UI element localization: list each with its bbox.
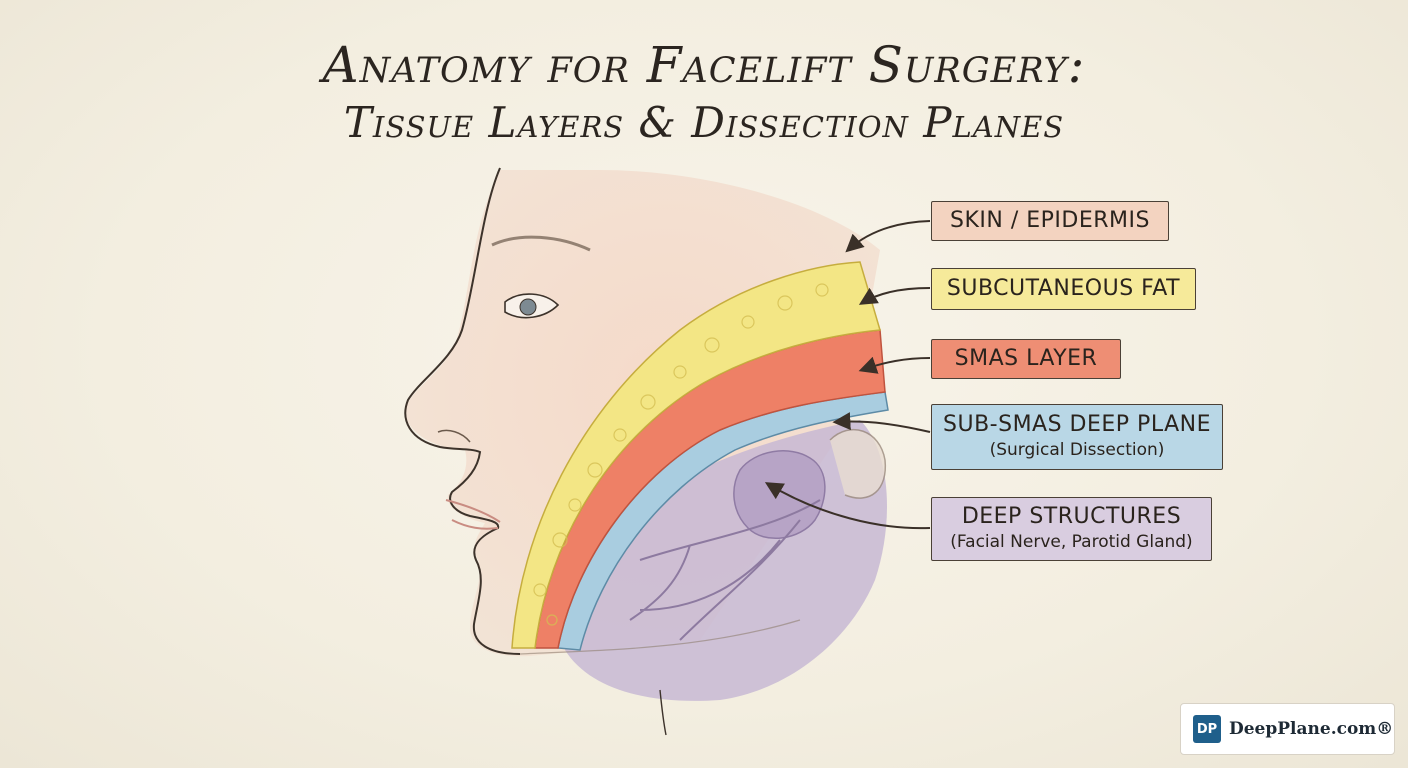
label-deep-text: DEEP STRUCTURES bbox=[961, 504, 1182, 530]
label-sub-smas-deep-plane: SUB-SMAS DEEP PLANE (Surgical Dissection… bbox=[931, 404, 1223, 470]
label-subcutaneous-fat: SUBCUTANEOUS FAT bbox=[931, 268, 1196, 310]
label-deep-subtext: (Facial Nerve, Parotid Gland) bbox=[950, 532, 1193, 553]
iris bbox=[519, 298, 537, 316]
subcutaneous-fat-layer bbox=[511, 261, 881, 649]
lips bbox=[445, 499, 501, 530]
eyebrow bbox=[491, 235, 591, 252]
facial-nerve-branches bbox=[629, 499, 821, 641]
title-line-1: Anatomy for Facelift Surgery: bbox=[322, 36, 1086, 94]
label-skin-epidermis: SKIN / EPIDERMIS bbox=[931, 201, 1169, 241]
label-deep-structures: DEEP STRUCTURES (Facial Nerve, Parotid G… bbox=[931, 497, 1212, 561]
jaw-line bbox=[519, 619, 801, 655]
label-skin-text: SKIN / EPIDERMIS bbox=[950, 207, 1150, 233]
logo-badge-icon: DP bbox=[1193, 715, 1221, 743]
face-profile-outline bbox=[404, 167, 521, 655]
skin-arrow bbox=[845, 220, 931, 253]
label-sub-smas-subtext: (Surgical Dissection) bbox=[989, 440, 1165, 461]
neck-line bbox=[659, 689, 667, 736]
label-smas-text: SMAS LAYER bbox=[954, 345, 1098, 371]
deep-arrow bbox=[764, 482, 931, 530]
smas-arrow bbox=[858, 356, 931, 374]
label-smas-layer: SMAS LAYER bbox=[931, 339, 1121, 379]
logo-text: DeepPlane.com® bbox=[1229, 719, 1394, 739]
label-fat-text: SUBCUTANEOUS FAT bbox=[946, 275, 1181, 301]
sub-smas-arrow bbox=[832, 412, 931, 433]
fat-texture bbox=[533, 283, 829, 626]
title-line-2: Tissue Layers & Dissection Planes bbox=[343, 98, 1065, 147]
nostril bbox=[437, 429, 471, 443]
parotid-gland bbox=[733, 450, 826, 540]
deepplane-logo[interactable]: DP DeepPlane.com® bbox=[1180, 703, 1395, 755]
fat-arrow bbox=[858, 287, 931, 305]
label-sub-smas-text: SUB-SMAS DEEP PLANE bbox=[943, 412, 1211, 438]
